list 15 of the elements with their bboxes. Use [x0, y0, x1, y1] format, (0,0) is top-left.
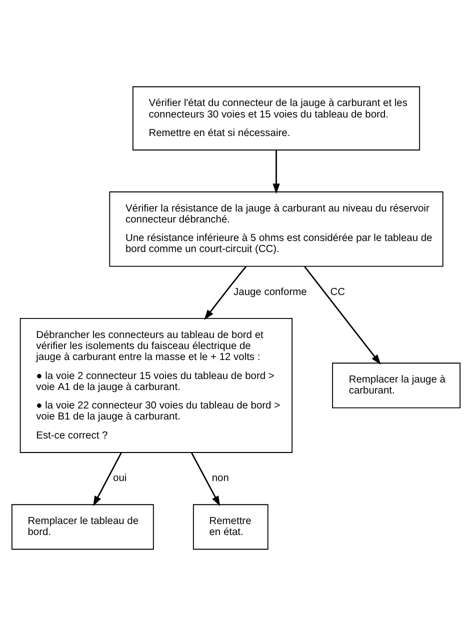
- arrow: [190, 452, 220, 506]
- arrow: [304, 266, 381, 365]
- edge-label: oui: [113, 473, 127, 484]
- node-box: Remplacer le tableau de bord.: [11, 504, 154, 550]
- node-box: Vérifier l'état du connecteur de la jauge à carburant et les connecteurs 30 voies et 15 voies du tableau de bord. Remettre en état si nécessaire.: [132, 86, 420, 150]
- node-box: Débrancher les connecteurs au tableau de bord et vérifier les isolements du faisceau électrique de jauge à carburant entre la masse et le + 12 volts : ● la voie 2 connecteur 15 voies du tableau de bord > voie A1 de la jauge à carburant. ● la voie 22 connecteur 30 voies du tableau de bord > voie B1 de la jauge à carburant. Est-ce correct ?: [20, 318, 293, 453]
- edge-label: CC: [330, 287, 346, 298]
- node-box: Vérifier la résistance de la jauge à carburant au niveau du réservoir connecteur débranché. Une résistance inférieure à 5 ohms est considérée par le tableau de bord comme un court-circuit (CC).: [109, 191, 444, 267]
- edge-label: non: [212, 473, 229, 484]
- node-box: Remplacer la jauge à carburant.: [332, 362, 461, 408]
- node-box: Remettre en état.: [192, 504, 268, 550]
- arrow: [93, 452, 122, 506]
- edge-label: Jauge conforme: [234, 287, 307, 298]
- arrow: [272, 150, 280, 194]
- arrow: [204, 266, 247, 320]
